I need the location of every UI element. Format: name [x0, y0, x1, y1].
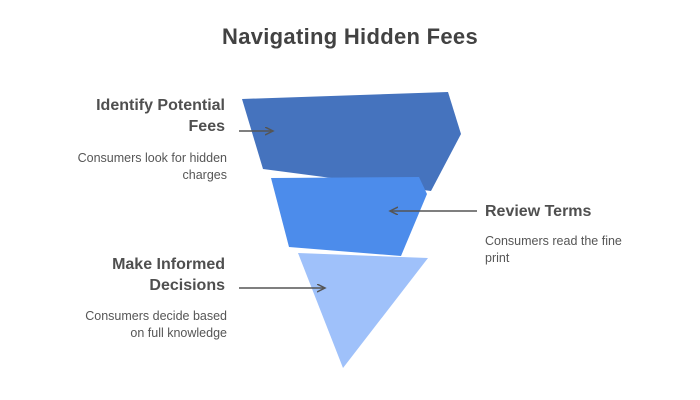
- stage-2-label: Review Terms: [485, 203, 592, 220]
- funnel-stage-1-shape: [242, 92, 461, 191]
- funnel-stage-2-shape: [271, 177, 427, 256]
- diagram-title: Navigating Hidden Fees: [222, 24, 478, 49]
- stage-1-label: Identify Potential Fees: [96, 97, 225, 135]
- stage-2-description: Consumers read the fine print: [485, 234, 622, 265]
- stage-1-description: Consumers look for hidden charges: [77, 151, 227, 182]
- stage-3-label: Make Informed Decisions: [112, 256, 225, 294]
- funnel-stage-3-shape: [298, 253, 428, 368]
- stage-3-description: Consumers decide based on full knowledge: [85, 309, 227, 340]
